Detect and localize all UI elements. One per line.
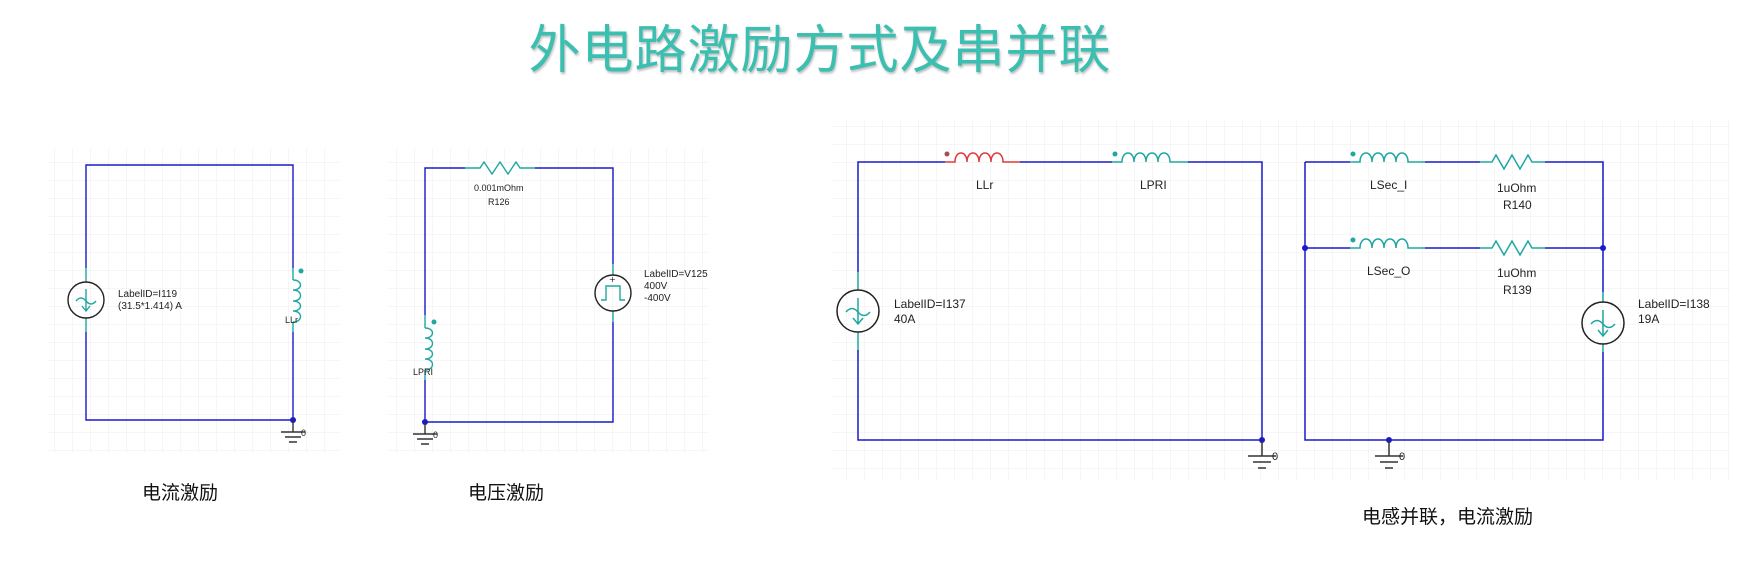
inductor-coil[interactable]: [424, 327, 434, 371]
source-label-id: LabelID=I138: [1638, 297, 1710, 311]
page-title: 外电路激励方式及串并联: [528, 21, 1112, 81]
ground-node-label: 0: [301, 428, 306, 438]
polarity-dot: [298, 268, 304, 274]
voltage-source-symbol[interactable]: [594, 274, 632, 312]
wire: [85, 332, 294, 421]
wire: [535, 167, 614, 264]
ground-symbol: [1375, 440, 1403, 469]
wire: [424, 167, 465, 315]
polarity-dot: [431, 319, 437, 325]
inductor-label-lsec-o: LSec_O: [1367, 264, 1410, 278]
wire: [1545, 161, 1604, 248]
source-arrow: [81, 289, 91, 313]
source-value: (31.5*1.414) A: [118, 301, 182, 312]
current-source-symbol[interactable]: [836, 289, 880, 333]
circuit-parallel-inductors: [1302, 151, 1625, 469]
source-label-id: LabelID=V125: [644, 269, 708, 280]
inductor-label-lpri: LPRI: [1140, 178, 1167, 192]
resistor-name-r139: R139: [1503, 283, 1532, 297]
resistor-value-r139: 1uOhm: [1497, 266, 1536, 280]
source-value: 40A: [894, 312, 915, 326]
wire: [1304, 162, 1604, 441]
ground-node-label: 0: [433, 430, 438, 440]
wire: [424, 322, 614, 423]
circuit-series-inductors: [836, 151, 1276, 469]
ground-symbol: [413, 422, 437, 445]
wire: [857, 350, 1262, 441]
ground-symbol: [1248, 440, 1276, 469]
wire: [857, 161, 945, 272]
circuit-current-excitation: [67, 164, 305, 443]
polarity-dot: [1112, 151, 1118, 157]
inductor-label: LPRI: [413, 367, 433, 377]
caption-current-excitation: 电流激励: [142, 482, 219, 504]
current-source-symbol[interactable]: [1581, 301, 1625, 345]
wire: [1188, 161, 1263, 440]
polarity-dot: [944, 151, 950, 157]
source-v2: -400V: [644, 293, 671, 304]
resistor-zigzag[interactable]: [465, 160, 535, 176]
caption-parallel-inductor: 电感并联，电流激励: [1362, 506, 1534, 528]
inductor-coil[interactable]: [292, 279, 302, 323]
polarity-dot: [1350, 237, 1356, 243]
inductor-coil-lpri[interactable]: [1112, 152, 1188, 163]
inductor-label: LLr: [285, 315, 298, 325]
inductor-coil-llr[interactable]: [945, 152, 1020, 163]
resistor-value-r140: 1uOhm: [1497, 181, 1536, 195]
grid-panel-1: [48, 148, 340, 453]
resistor-name: R126: [488, 197, 510, 207]
grid-panel-3: [832, 120, 1730, 480]
circuit-voltage-excitation: +: [413, 160, 632, 445]
source-arrow: [1597, 310, 1609, 338]
current-source-symbol[interactable]: [67, 281, 105, 319]
source-arrow: [852, 298, 864, 326]
polarity-dot: [1350, 151, 1356, 157]
grid-panel-2: [388, 148, 708, 453]
ground-symbol: [281, 420, 305, 443]
node-dot: [1600, 245, 1606, 251]
resistor-zigzag-r139[interactable]: [1480, 239, 1545, 257]
plus-sign: +: [609, 275, 616, 284]
node-dot: [1302, 245, 1308, 251]
resistor-value: 0.001mOhm: [474, 183, 524, 193]
wire: [85, 164, 294, 268]
inductor-label-llr: LLr: [976, 178, 993, 192]
source-label-id: LabelID=I119: [118, 289, 177, 300]
inductor-label-lsec-i: LSec_I: [1370, 178, 1407, 192]
source-value: 19A: [1638, 312, 1659, 326]
resistor-name-r140: R140: [1503, 198, 1532, 212]
ground-node-label: 0: [1399, 451, 1405, 463]
source-v1: 400V: [644, 281, 668, 292]
caption-voltage-excitation: 电压激励: [468, 482, 545, 504]
ground-node-label: 0: [1272, 451, 1278, 463]
source-label-id: LabelID=I137: [894, 297, 966, 311]
resistor-zigzag-r140[interactable]: [1480, 153, 1545, 171]
inductor-coil-lsec-o[interactable]: [1350, 238, 1425, 249]
pulse-waveform: [601, 285, 625, 301]
inductor-coil-lsec-i[interactable]: [1350, 152, 1425, 163]
